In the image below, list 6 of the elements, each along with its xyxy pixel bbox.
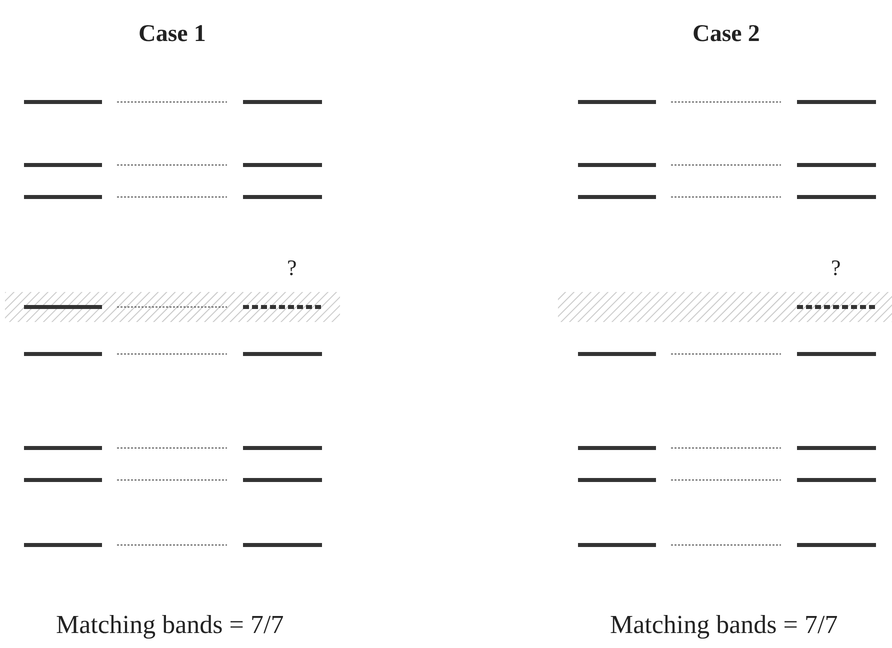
question-mark: ? [287,257,297,279]
panel-heading: Case 1 [138,22,206,46]
match-count-text: Matching bands = 7/7 [610,612,838,638]
panel-heading: Case 2 [692,22,760,46]
question-mark: ? [831,257,841,279]
match-count-text: Matching bands = 7/7 [56,612,284,638]
